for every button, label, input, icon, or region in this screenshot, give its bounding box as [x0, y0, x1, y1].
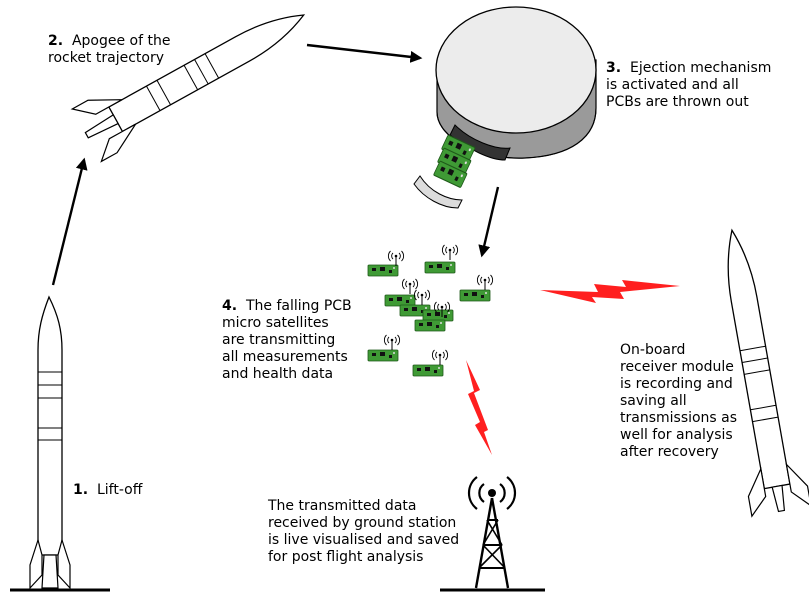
- ground-line4: for post flight analysis: [268, 549, 424, 565]
- pcb-satellite-icon: [367, 250, 405, 277]
- step3-line2: is activated and all: [606, 77, 739, 93]
- onboard-line5: transmissions as: [620, 410, 738, 426]
- pcb-satellite-icon: [414, 319, 446, 332]
- onboard-line1: On-board: [620, 342, 686, 358]
- step4-line4: all measurements: [222, 349, 348, 365]
- pcb-satellite-icon: [384, 278, 419, 307]
- step1-text: Lift-off: [96, 482, 143, 498]
- ground-line1: The transmitted data: [268, 498, 417, 514]
- arrow-apogee-to-ejection: [306, 43, 423, 63]
- lightning-to-ground-icon: [466, 360, 492, 455]
- step4-line1: The falling PCB: [245, 298, 352, 314]
- step4-line3: are transmitting: [222, 332, 336, 348]
- step2-line1: Apogee of the: [71, 33, 171, 49]
- ground-line2: received by ground station: [268, 515, 457, 531]
- label-step3: 3. Ejection mechanism is activated and a…: [606, 60, 771, 111]
- falling-pcb-satellites: [367, 244, 494, 377]
- step2-line2: rocket trajectory: [48, 50, 164, 66]
- step1-number: 1.: [73, 482, 89, 498]
- step4-line2: micro satellites: [222, 315, 329, 331]
- step3-line3: PCBs are thrown out: [606, 94, 749, 110]
- rocket-apogee-icon: [70, 14, 306, 163]
- label-step2: 2. Apogee of the rocket trajectory: [48, 33, 170, 67]
- step3-number: 3.: [606, 60, 622, 76]
- onboard-line6: well for analysis: [620, 427, 733, 443]
- rocket-liftoff-icon: [29, 295, 71, 590]
- step4-line5: and health data: [222, 366, 334, 382]
- ground-line3: is live visualised and saved: [268, 532, 460, 548]
- onboard-line4: saving all: [620, 393, 687, 409]
- lightning-to-receiver-icon: [540, 280, 680, 303]
- label-ground-station: The transmitted data received by ground …: [268, 498, 459, 566]
- arrow-ejection-to-pcbs: [478, 186, 500, 258]
- ejection-canister-icon: [413, 6, 597, 209]
- rocket-descending-icon: [727, 228, 809, 518]
- label-step4: 4. The falling PCB micro satellites are …: [222, 298, 352, 383]
- label-step1: 1. Lift-off: [73, 482, 142, 499]
- onboard-line7: after recovery: [620, 444, 719, 460]
- label-onboard-receiver: On-board receiver module is recording an…: [620, 342, 737, 461]
- ground-station-tower-icon: [467, 476, 517, 589]
- onboard-line2: receiver module: [620, 359, 734, 375]
- arrow-liftoff-to-apogee: [51, 157, 88, 286]
- step4-number: 4.: [222, 298, 238, 314]
- onboard-line3: is recording and: [620, 376, 733, 392]
- pcb-satellite-icon: [367, 334, 401, 362]
- pcb-satellite-icon: [424, 244, 459, 274]
- step2-number: 2.: [48, 33, 64, 49]
- step3-line1: Ejection mechanism: [629, 60, 772, 76]
- pcb-satellite-icon: [459, 274, 494, 302]
- pcb-satellite-icon: [412, 349, 449, 377]
